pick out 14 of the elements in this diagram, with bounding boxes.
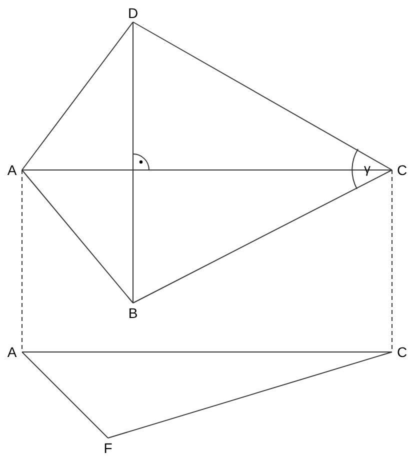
line-segment — [132, 170, 392, 304]
line-segment — [108, 352, 392, 438]
line-segment — [22, 352, 108, 438]
vertex-label: C — [392, 161, 412, 179]
vertex-label: A — [2, 161, 22, 179]
line-segment — [22, 22, 134, 170]
vertex-label: C — [392, 343, 412, 361]
vertex-label: D — [124, 4, 142, 22]
vertex-label: F — [99, 438, 117, 458]
vertex-label: A — [2, 343, 22, 361]
line-segment — [132, 22, 134, 304]
line-segment — [22, 170, 134, 304]
line-segment — [132, 22, 392, 170]
vertex-label: B — [124, 303, 142, 323]
